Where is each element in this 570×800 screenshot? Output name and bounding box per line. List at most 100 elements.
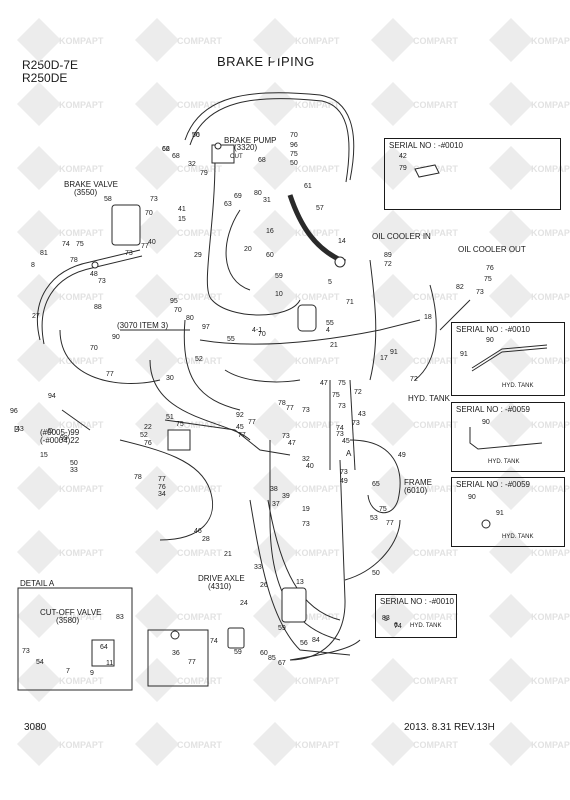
svg-text:COMPART: COMPART	[177, 356, 222, 366]
serial-box-4: SERIAL NO : -#0059 90 91 HYD. TANK	[451, 477, 565, 547]
part-callout: 45	[342, 438, 350, 445]
watermark-tile: KOMPAPT	[17, 658, 104, 702]
page-number: 3080	[24, 722, 47, 733]
watermark-tile: COMPART	[135, 466, 222, 510]
watermark-tile: KOMPAPT	[253, 146, 340, 190]
watermark-tile: KOMPAPT	[489, 18, 570, 62]
part-callout: 65	[372, 481, 380, 488]
hose-main1	[149, 359, 251, 441]
part-callout: 67	[278, 660, 286, 667]
part-callout: 76	[486, 265, 494, 272]
part-callout: 5	[328, 279, 332, 286]
svg-text:COMPART: COMPART	[413, 228, 458, 238]
watermark-layer: KOMPAPT COMPART KOMPAPT COMPART KOMPAPT COMPA…	[17, 18, 570, 766]
part-callout: 91	[390, 349, 398, 356]
brake-valve-label: BRAKE VALVE	[64, 180, 118, 189]
part-callout: 19	[302, 506, 310, 513]
part-callout: 73	[98, 278, 106, 285]
part-callout: 56	[300, 640, 308, 647]
part-callout: 75	[484, 276, 492, 283]
part-callout: 77	[158, 476, 166, 483]
frame-label: FRAME	[404, 478, 432, 487]
serial-box-4-note: HYD. TANK	[502, 534, 534, 540]
hose-27	[36, 249, 141, 341]
watermark-tile: KOMPAPT	[17, 594, 104, 638]
drive-axle-block	[281, 587, 307, 623]
brake-valve-body	[111, 204, 141, 246]
watermark-tile: KOMPAPT	[489, 274, 570, 318]
svg-text:KOMPAPT: KOMPAPT	[59, 612, 104, 622]
model-line-1: R250D-7E	[22, 58, 79, 72]
serial-box-3-part-a: 90	[482, 419, 490, 426]
part-callout: 72	[384, 261, 392, 268]
part-callout: 99	[60, 435, 68, 442]
serial-box-3: SERIAL NO : -#0059 90 HYD. TANK	[451, 402, 565, 472]
model-line-2: R250DE	[22, 71, 68, 85]
watermark-tile: COMPART	[135, 210, 222, 254]
part-callout: 51	[166, 414, 174, 421]
part-callout: 53	[370, 515, 378, 522]
hose-ts2	[289, 459, 346, 661]
watermark-tile: KOMPAPT	[253, 82, 340, 126]
part-callout: 37	[272, 501, 280, 508]
svg-text:KOMPAPT: KOMPAPT	[295, 420, 340, 430]
part-callout: 21	[330, 342, 338, 349]
part-callout: 63	[224, 201, 232, 208]
watermark-tile: COMPART	[135, 274, 222, 318]
svg-text:KOMPAPT: KOMPAPT	[295, 36, 340, 46]
part-callout: 72	[410, 376, 418, 383]
part-callout: 74	[62, 241, 70, 248]
part-callout: 74	[336, 425, 344, 432]
part-callout: 36	[172, 650, 180, 657]
part-callout: 34	[158, 491, 166, 498]
pipe-x2	[224, 369, 301, 383]
part-callout: 73	[352, 420, 360, 427]
part-callout: 77	[106, 371, 114, 378]
part-callout: 96	[290, 142, 298, 149]
watermark-tile: KOMPAPT	[253, 466, 340, 510]
serial-box-2-part-b: 91	[460, 351, 468, 358]
fitting-circ-4	[170, 630, 180, 640]
svg-text:COMPART: COMPART	[177, 676, 222, 686]
part-callout: 75	[332, 392, 340, 399]
serial-box-1: SERIAL NO : -#0010 42 79	[384, 138, 561, 210]
part-callout: 90	[112, 334, 120, 341]
part-callout: 78	[70, 257, 78, 264]
serial-box-5: SERIAL NO : -#0010 83 74 HYD. TANK	[375, 594, 457, 638]
part-callout: 52	[140, 432, 148, 439]
part-callout: 29	[194, 252, 202, 259]
serial-box-4-part-b: 91	[496, 510, 504, 517]
svg-text:KOMPAPT: KOMPAPT	[531, 548, 570, 558]
watermark-tile: KOMPAPT	[253, 210, 340, 254]
part-callout: 61	[304, 183, 312, 190]
watermark-tile: COMPART	[135, 338, 222, 382]
watermark-tile: KOMPAPT	[253, 530, 340, 574]
watermark-tile: KOMPAPT	[253, 658, 340, 702]
hose-89	[369, 259, 377, 381]
part-callout: 4	[326, 327, 330, 334]
page-title: BRAKE PIPING	[217, 54, 315, 69]
serial-range-label-2: (-#0004)22	[40, 436, 80, 445]
part-callout: 73	[338, 403, 346, 410]
hose-88	[59, 329, 161, 384]
part-callout: 94	[48, 393, 56, 400]
fitting-circ-3	[91, 261, 99, 269]
part-callout: 77	[188, 659, 196, 666]
watermark-tile: KOMPAPT	[253, 18, 340, 62]
svg-text:COMPART: COMPART	[177, 164, 222, 174]
accumulator	[297, 304, 317, 332]
serial-box-1-drawing	[414, 164, 440, 178]
watermark-tile: COMPART	[371, 18, 458, 62]
part-callout: 54	[36, 659, 44, 666]
part-callout: 33	[254, 564, 262, 571]
watermark-tile: KOMPAPT	[489, 658, 570, 702]
svg-text:KOMPAPT: KOMPAPT	[295, 164, 340, 174]
part-callout: 40	[148, 239, 156, 246]
watermark-tile: COMPART	[371, 210, 458, 254]
watermark-tile: COMPART	[371, 274, 458, 318]
part-callout: 75	[176, 421, 184, 428]
cut-off-valve-label: CUT-OFF VALVE	[40, 608, 102, 617]
serial-box-4-title: SERIAL NO : -#0059	[456, 480, 530, 489]
fitting-circ-2	[334, 256, 346, 268]
part-callout: 55	[227, 336, 235, 343]
